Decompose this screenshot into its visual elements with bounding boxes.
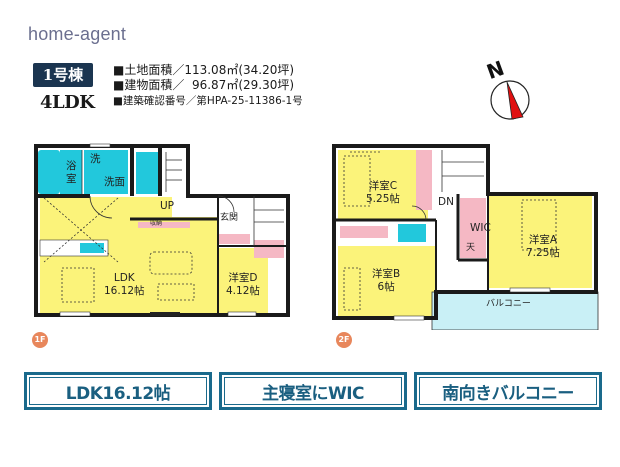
room-label-ldk: LDK 16.12帖	[104, 272, 145, 297]
feature-master-wic: 主寝室にWIC	[219, 372, 407, 410]
feature-ldk-size: LDK16.12帖	[24, 372, 212, 410]
compass-north-icon: N	[485, 56, 530, 120]
room-label-room-c: 洋室C 5.25帖	[366, 180, 400, 205]
building-area: ■建物面積／ 96.87㎡(29.30坪)	[113, 78, 295, 92]
room-label-washroom: 洗面	[104, 176, 125, 188]
room-label-stairs-up: UP	[160, 200, 175, 212]
property-specs: ■土地面積／113.08㎡(34.20坪) ■建物面積／ 96.87㎡(29.3…	[113, 63, 303, 110]
room-label-room-b: 洋室B 6帖	[372, 268, 401, 293]
room-label-balcony: バルコニー	[486, 299, 531, 309]
compass-label: N	[485, 56, 507, 84]
room-label-bath: 浴 室	[66, 160, 77, 185]
brand-logo-text: home-agent	[28, 24, 127, 44]
room-label-room-d: 洋室D 4.12帖	[226, 272, 260, 297]
feature-south-balcony: 南向きバルコニー	[414, 372, 602, 410]
room-label-closet-mark: 天	[466, 243, 476, 253]
floor-badge-1f: 1F	[32, 332, 48, 348]
floor-badge-2f: 2F	[336, 332, 352, 348]
layout-type: 4LDK	[40, 92, 95, 113]
feature-highlights: LDK16.12帖 主寝室にWIC 南向きバルコニー	[24, 372, 602, 410]
room-label-room-a: 洋室A 7.25帖	[526, 234, 560, 259]
room-label-entrance: 玄関	[220, 213, 239, 223]
permit-number: ■建築確認番号／第HPA-25-11386-1号	[113, 95, 303, 107]
building-number-badge: 1号棟	[33, 63, 93, 87]
room-label-sink: 洗	[90, 153, 101, 165]
floor-plan-2f	[332, 144, 599, 330]
room-label-wic: WIC	[470, 222, 491, 234]
land-area: ■土地面積／113.08㎡(34.20坪)	[113, 63, 295, 77]
room-label-stairs-down: DN	[438, 196, 454, 208]
floor-plan-1f	[34, 143, 290, 317]
room-label-storage: 収納	[150, 220, 163, 227]
